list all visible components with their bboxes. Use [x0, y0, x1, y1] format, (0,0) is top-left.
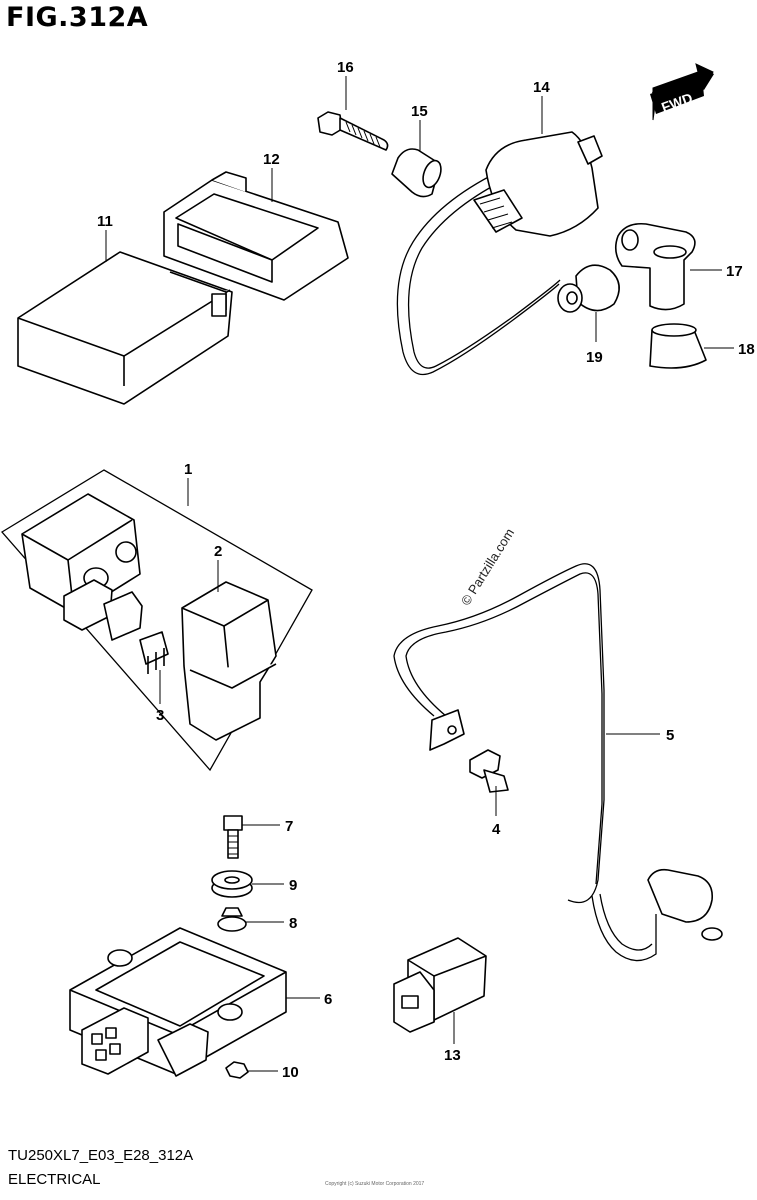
- part-17-plug-cap: [614, 222, 696, 311]
- model-code: TU250XL7_E03_E28_312A: [8, 1147, 194, 1164]
- copyright-fine-print: Copyright (c) Suzuki Motor Corporation 2…: [325, 1181, 425, 1187]
- callout-12: 12: [263, 151, 280, 168]
- part-9-cushion: [211, 870, 253, 898]
- callout-1: 1: [184, 461, 192, 478]
- part-1-relays: [21, 493, 169, 674]
- part-14-ignition-coil: [396, 131, 603, 376]
- callout-5: 5: [666, 727, 674, 744]
- callout-17: 17: [726, 263, 743, 280]
- callout-19: 19: [586, 349, 603, 366]
- part-4-bolt: [469, 749, 509, 793]
- part-16-bolt: [317, 111, 389, 151]
- callout-15: 15: [411, 103, 428, 120]
- callout-11: 11: [97, 213, 113, 230]
- part-19-grommet: [557, 264, 620, 313]
- figure-title: FIG.312A: [6, 2, 149, 33]
- callout-18: 18: [738, 341, 755, 358]
- section-title: ELECTRICAL: [8, 1171, 101, 1188]
- callout-8: 8: [289, 915, 297, 932]
- callouts: 16 15 14 12 11 17 18 19 1 2 3 5 4 7 9 8 …: [97, 59, 755, 1081]
- callout-16: 16: [337, 59, 354, 76]
- part-2-relay-cover: [181, 581, 277, 741]
- callout-6: 6: [324, 991, 332, 1008]
- callout-13: 13: [444, 1047, 461, 1064]
- leader-lines: [105, 76, 734, 1072]
- part-15-collar: [391, 148, 442, 198]
- callout-2: 2: [214, 543, 222, 560]
- part-12-ecm-cover: [163, 171, 349, 301]
- callout-9: 9: [289, 877, 297, 894]
- part-13-connector: [393, 937, 487, 1033]
- fwd-arrow-icon: FWD: [650, 63, 714, 121]
- part-1-relay-assembly-frame: [1, 469, 313, 772]
- part-5-ground-cable: [393, 563, 723, 962]
- callout-10: 10: [282, 1064, 299, 1081]
- part-10-nut: [225, 1061, 249, 1079]
- part-8-collar: [217, 907, 247, 932]
- callout-3: 3: [156, 707, 164, 724]
- callout-7: 7: [285, 818, 293, 835]
- callout-14: 14: [533, 79, 550, 96]
- part-7-bolt: [223, 815, 243, 859]
- callout-4: 4: [492, 821, 501, 838]
- part-18-sleeve: [649, 323, 707, 369]
- part-6-regulator-rectifier: [69, 927, 287, 1077]
- part-11-ecm-unit: [17, 251, 233, 405]
